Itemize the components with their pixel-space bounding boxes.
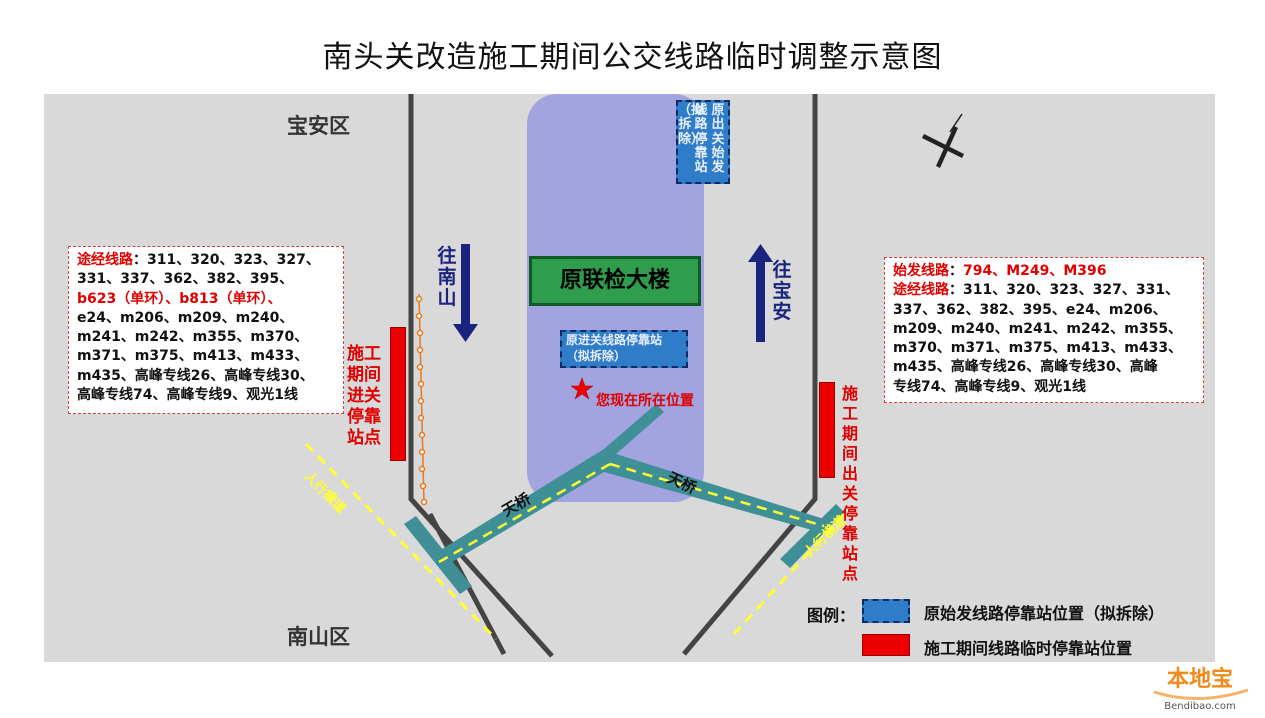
bridge-dash-b [609, 462, 825, 528]
joint-inspection-building: 原联检大楼 [529, 256, 701, 306]
arrow-north [748, 244, 773, 342]
origin-stop-removed: 原出关始发 线路停靠站 （拟拆除） [676, 100, 730, 184]
legend-item-temp: 施工期间线路临时停靠站位置 [924, 639, 1133, 658]
outbound-routes-line-4: m370、m371、m375、m413、m433、 [893, 340, 1183, 357]
inbound-routes-label: 途经线路 [77, 252, 133, 268]
district-baoan: 宝安区 [287, 114, 350, 138]
district-nanshan: 南山区 [287, 625, 350, 649]
outbound-start-line: 始发线路：794、M249、M396 [893, 263, 1107, 279]
right-road [682, 94, 818, 656]
route-dot-markers [415, 295, 428, 506]
inbound-routes-line-8: 高峰专线74、高峰专线9、观光1线 [77, 387, 298, 404]
inbound-routes-box: 途经线路：311、320、323、327、 331、337、362、382、39… [68, 246, 344, 414]
temp-stop-inbound-label: 施工期间进关停靠站点 [347, 344, 381, 448]
temp-stop-outbound-label: 施工期间出关停靠站点 [841, 384, 858, 583]
temp-stop-outbound [819, 382, 835, 478]
bridge-stair-left [404, 516, 472, 594]
arrow-south [453, 244, 478, 342]
you-are-here-star [570, 377, 594, 400]
outbound-routes-line-1: 途经线路：311、320、323、327、331、 [893, 282, 1180, 299]
inbound-routes-line-7: m435、高峰专线26、高峰专线30、 [77, 367, 314, 384]
you-are-here-label: 您现在所在位置 [596, 393, 694, 409]
logo-cn: 本地宝 [1167, 666, 1233, 692]
bendibao-logo: 本地宝 Bendibao.com [1148, 662, 1253, 712]
logo-en: Bendibao.com [1164, 701, 1235, 712]
direction-to-baoan: 往宝安 [772, 259, 792, 323]
origin-stop-col2: 线路停靠站 [694, 103, 708, 176]
inbound-routes-line-6: m371、m375、m413、m433、 [77, 348, 309, 365]
outbound-routes-line-2: 337、362、382、395、e24、m206、 [893, 301, 1167, 318]
page-title: 南头关改造施工期间公交线路临时调整示意图 [322, 40, 943, 75]
outbound-routes-line-6: 专线74、高峰专线9、观光1线 [893, 378, 1086, 395]
legend-swatch-removed [862, 599, 910, 623]
legend-item-removed: 原始发线路停靠站位置（拟拆除） [924, 604, 1165, 623]
bridge-stair-right [780, 504, 844, 568]
temp-stop-inbound [390, 327, 406, 461]
inbound-routes-line-2: 331、337、362、382、395、 [77, 271, 294, 288]
left-road [408, 94, 554, 658]
inbound-routes-line-1: 途经线路：311、320、323、327、 [77, 252, 320, 268]
crosswalk-left [304, 442, 498, 641]
legend-title: 图例： [807, 606, 856, 625]
outbound-routes-line-5: m435、高峰专线26、高峰专线30、高峰 [893, 359, 1158, 376]
entry-stop-removed: 原进关线路停靠站 （拟拆除） [560, 330, 688, 368]
compass-icon [922, 113, 964, 168]
footbridge [434, 404, 826, 569]
inbound-routes-line-4: e24、m206、m209、m240、 [77, 309, 294, 326]
outbound-routes-box: 始发线路：794、M249、M396 途经线路：311、320、323、327、… [884, 257, 1204, 403]
origin-stop-col3: （拟拆除） [678, 103, 705, 147]
origin-stop-col1: 原出关始发 [711, 103, 725, 176]
inbound-routes-line-5: m241、m242、m355、m370、 [77, 329, 309, 346]
legend-swatch-temp [862, 634, 910, 656]
direction-to-nanshan: 往南山 [437, 245, 457, 309]
inbound-routes-line-3: b623（单环）、b813（单环）、 [77, 290, 282, 307]
entry-stop-line2: （拟拆除） [566, 349, 627, 363]
entry-stop-line1: 原进关线路停靠站 [566, 333, 663, 347]
outbound-routes-line-3: m209、m240、m241、m242、m355、 [893, 320, 1183, 337]
